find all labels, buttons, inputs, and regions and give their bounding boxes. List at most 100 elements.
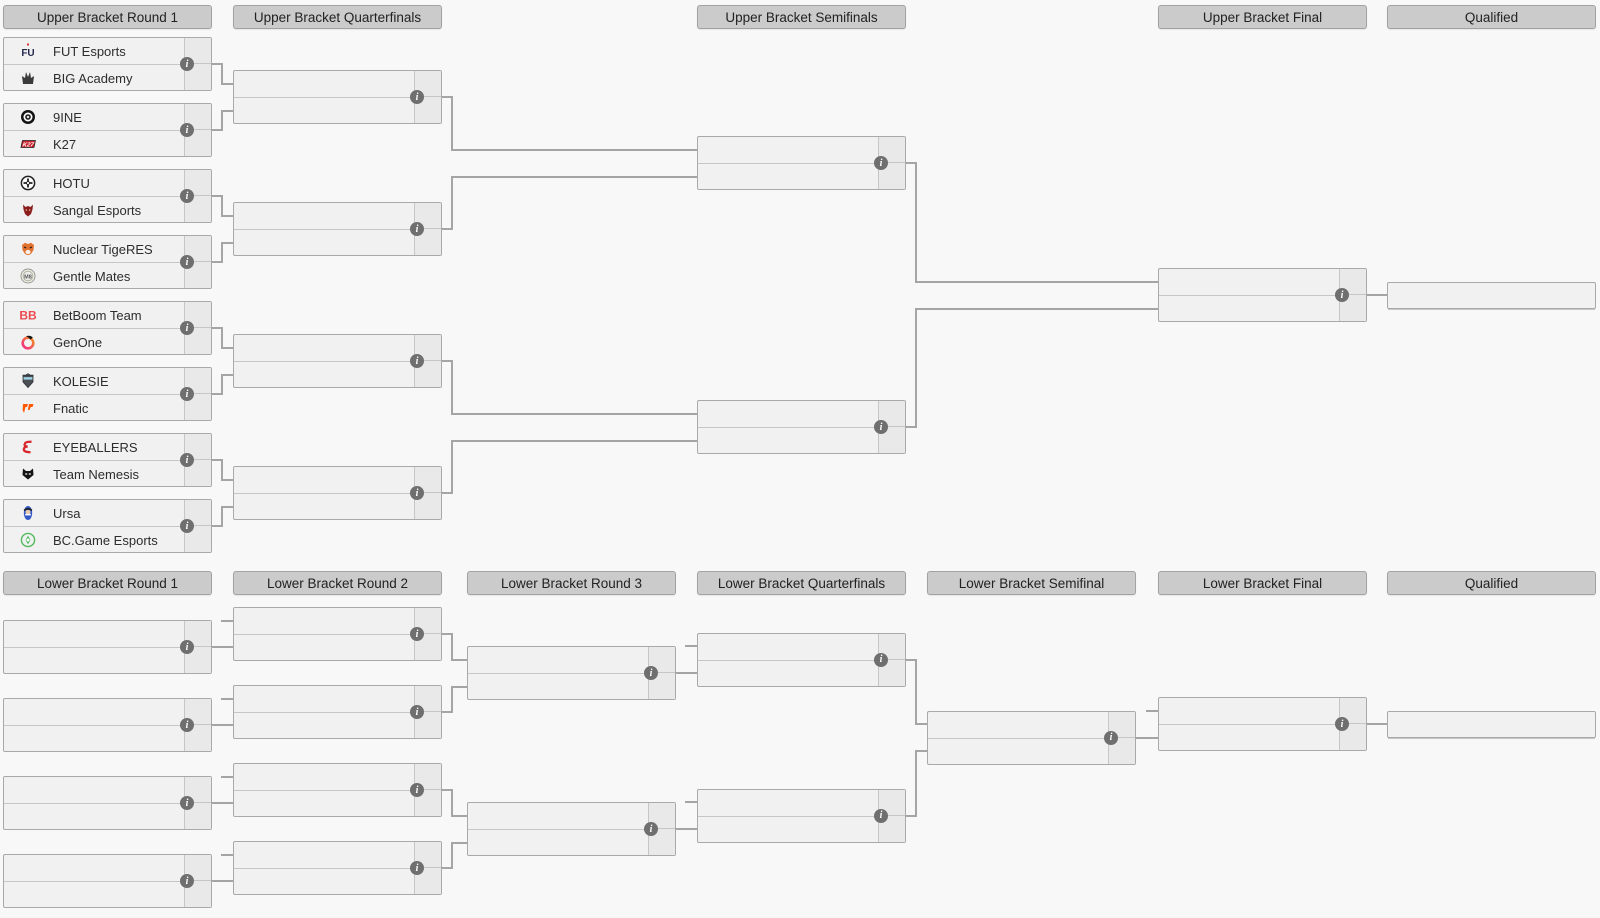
info-icon[interactable]: i [180, 640, 194, 654]
info-icon[interactable]: i [180, 255, 194, 269]
team-row[interactable] [234, 494, 441, 520]
team-row[interactable] [1388, 283, 1595, 310]
team-row[interactable]: Team Nemesis [4, 461, 211, 487]
team-row[interactable]: BC.Game Esports [4, 527, 211, 553]
team-row[interactable] [468, 803, 675, 830]
connector-line [221, 214, 233, 217]
team-row[interactable] [4, 699, 211, 726]
team-row[interactable] [234, 842, 441, 869]
team-row[interactable]: BB BetBoom Team [4, 302, 211, 329]
info-icon[interactable]: i [180, 123, 194, 137]
team-row[interactable]: EYEBALLERS [4, 434, 211, 461]
info-icon[interactable]: i [180, 189, 194, 203]
team-row[interactable] [234, 71, 441, 98]
team-row[interactable]: FU FUT Esports [4, 38, 211, 65]
team-row[interactable] [4, 648, 211, 674]
team-row[interactable]: BIG Academy [4, 65, 211, 91]
team-row[interactable]: KOLESIE [4, 368, 211, 395]
connector-line [221, 478, 233, 481]
team-row[interactable] [234, 362, 441, 388]
info-icon[interactable]: i [1335, 288, 1349, 302]
info-icon[interactable]: i [644, 822, 658, 836]
info-icon[interactable]: i [874, 652, 888, 667]
team-row[interactable] [928, 712, 1135, 739]
svg-text:BB: BB [20, 309, 36, 323]
team-row[interactable] [4, 726, 211, 752]
team-row[interactable] [234, 764, 441, 791]
team-row[interactable] [234, 713, 441, 739]
connector-line [906, 814, 917, 817]
team-row[interactable] [234, 98, 441, 124]
info-icon[interactable]: i [180, 796, 194, 810]
team-row[interactable] [234, 467, 441, 494]
info-icon[interactable]: i [410, 861, 424, 875]
team-row[interactable]: GenOne [4, 329, 211, 355]
team-row[interactable]: 9INE [4, 104, 211, 131]
team-row[interactable] [698, 164, 905, 190]
team-row[interactable] [4, 777, 211, 804]
team-name: Gentle Mates [53, 268, 131, 284]
info-icon[interactable]: i [644, 666, 658, 680]
info-icon[interactable]: i [1104, 730, 1118, 745]
team-row[interactable] [234, 686, 441, 713]
header-upper-final: Upper Bracket Final [1158, 5, 1367, 29]
team-row[interactable]: Fnatic [4, 395, 211, 421]
connector-line [906, 658, 917, 661]
info-icon[interactable]: i [874, 808, 888, 823]
team-row[interactable] [1159, 698, 1366, 725]
team-row[interactable] [468, 647, 675, 674]
info-icon[interactable]: i [410, 627, 424, 641]
connector-line [915, 723, 927, 725]
info-icon[interactable]: i [180, 874, 194, 888]
info-icon[interactable]: i [180, 57, 194, 71]
team-row[interactable] [1159, 725, 1366, 751]
team-row[interactable] [698, 401, 905, 428]
info-icon[interactable]: i [410, 354, 424, 368]
team-row[interactable] [698, 661, 905, 687]
info-icon[interactable]: i [180, 519, 194, 533]
info-icon[interactable]: i [180, 718, 194, 732]
info-icon[interactable]: i [180, 387, 194, 401]
team-row[interactable]: HOTU [4, 170, 211, 197]
team-row[interactable] [1159, 296, 1366, 322]
team-row[interactable] [234, 203, 441, 230]
team-row[interactable]: K27 K27 [4, 131, 211, 157]
team-row[interactable] [4, 804, 211, 830]
team-row[interactable] [698, 428, 905, 454]
team-row[interactable] [468, 830, 675, 856]
team-row[interactable] [234, 230, 441, 256]
match-ub-r1-2: 9INE K27 K27 i [3, 103, 212, 157]
info-icon[interactable]: i [410, 222, 424, 236]
team-row[interactable] [1159, 269, 1366, 296]
team-row[interactable]: Ursa [4, 500, 211, 527]
team-row[interactable] [698, 634, 905, 661]
team-row[interactable] [234, 335, 441, 362]
info-icon[interactable]: i [410, 783, 424, 797]
team-row[interactable] [698, 137, 905, 164]
team-row[interactable] [234, 635, 441, 661]
info-icon[interactable]: i [410, 705, 424, 719]
info-icon[interactable]: i [180, 321, 194, 335]
team-row[interactable] [1388, 712, 1595, 739]
team-row[interactable] [698, 817, 905, 843]
team-row[interactable]: Sangal Esports [4, 197, 211, 223]
big-academy-logo [20, 70, 36, 86]
info-icon[interactable]: i [410, 90, 424, 104]
info-icon[interactable]: i [874, 156, 888, 170]
team-row[interactable] [4, 882, 211, 908]
team-row[interactable] [234, 869, 441, 895]
team-row[interactable] [234, 608, 441, 635]
info-icon[interactable]: i [410, 486, 424, 500]
team-row[interactable] [4, 621, 211, 648]
info-icon[interactable]: i [874, 420, 888, 434]
team-row[interactable]: Nuclear TigeRES [4, 236, 211, 263]
info-icon[interactable]: i [1335, 717, 1349, 731]
team-row[interactable] [4, 855, 211, 882]
team-row[interactable] [698, 790, 905, 817]
team-row[interactable] [234, 791, 441, 817]
team-row[interactable]: M8 Gentle Mates [4, 263, 211, 289]
bcgame-esports-logo [20, 532, 36, 548]
team-row[interactable] [468, 674, 675, 700]
info-icon[interactable]: i [180, 453, 194, 467]
team-row[interactable] [928, 739, 1135, 765]
